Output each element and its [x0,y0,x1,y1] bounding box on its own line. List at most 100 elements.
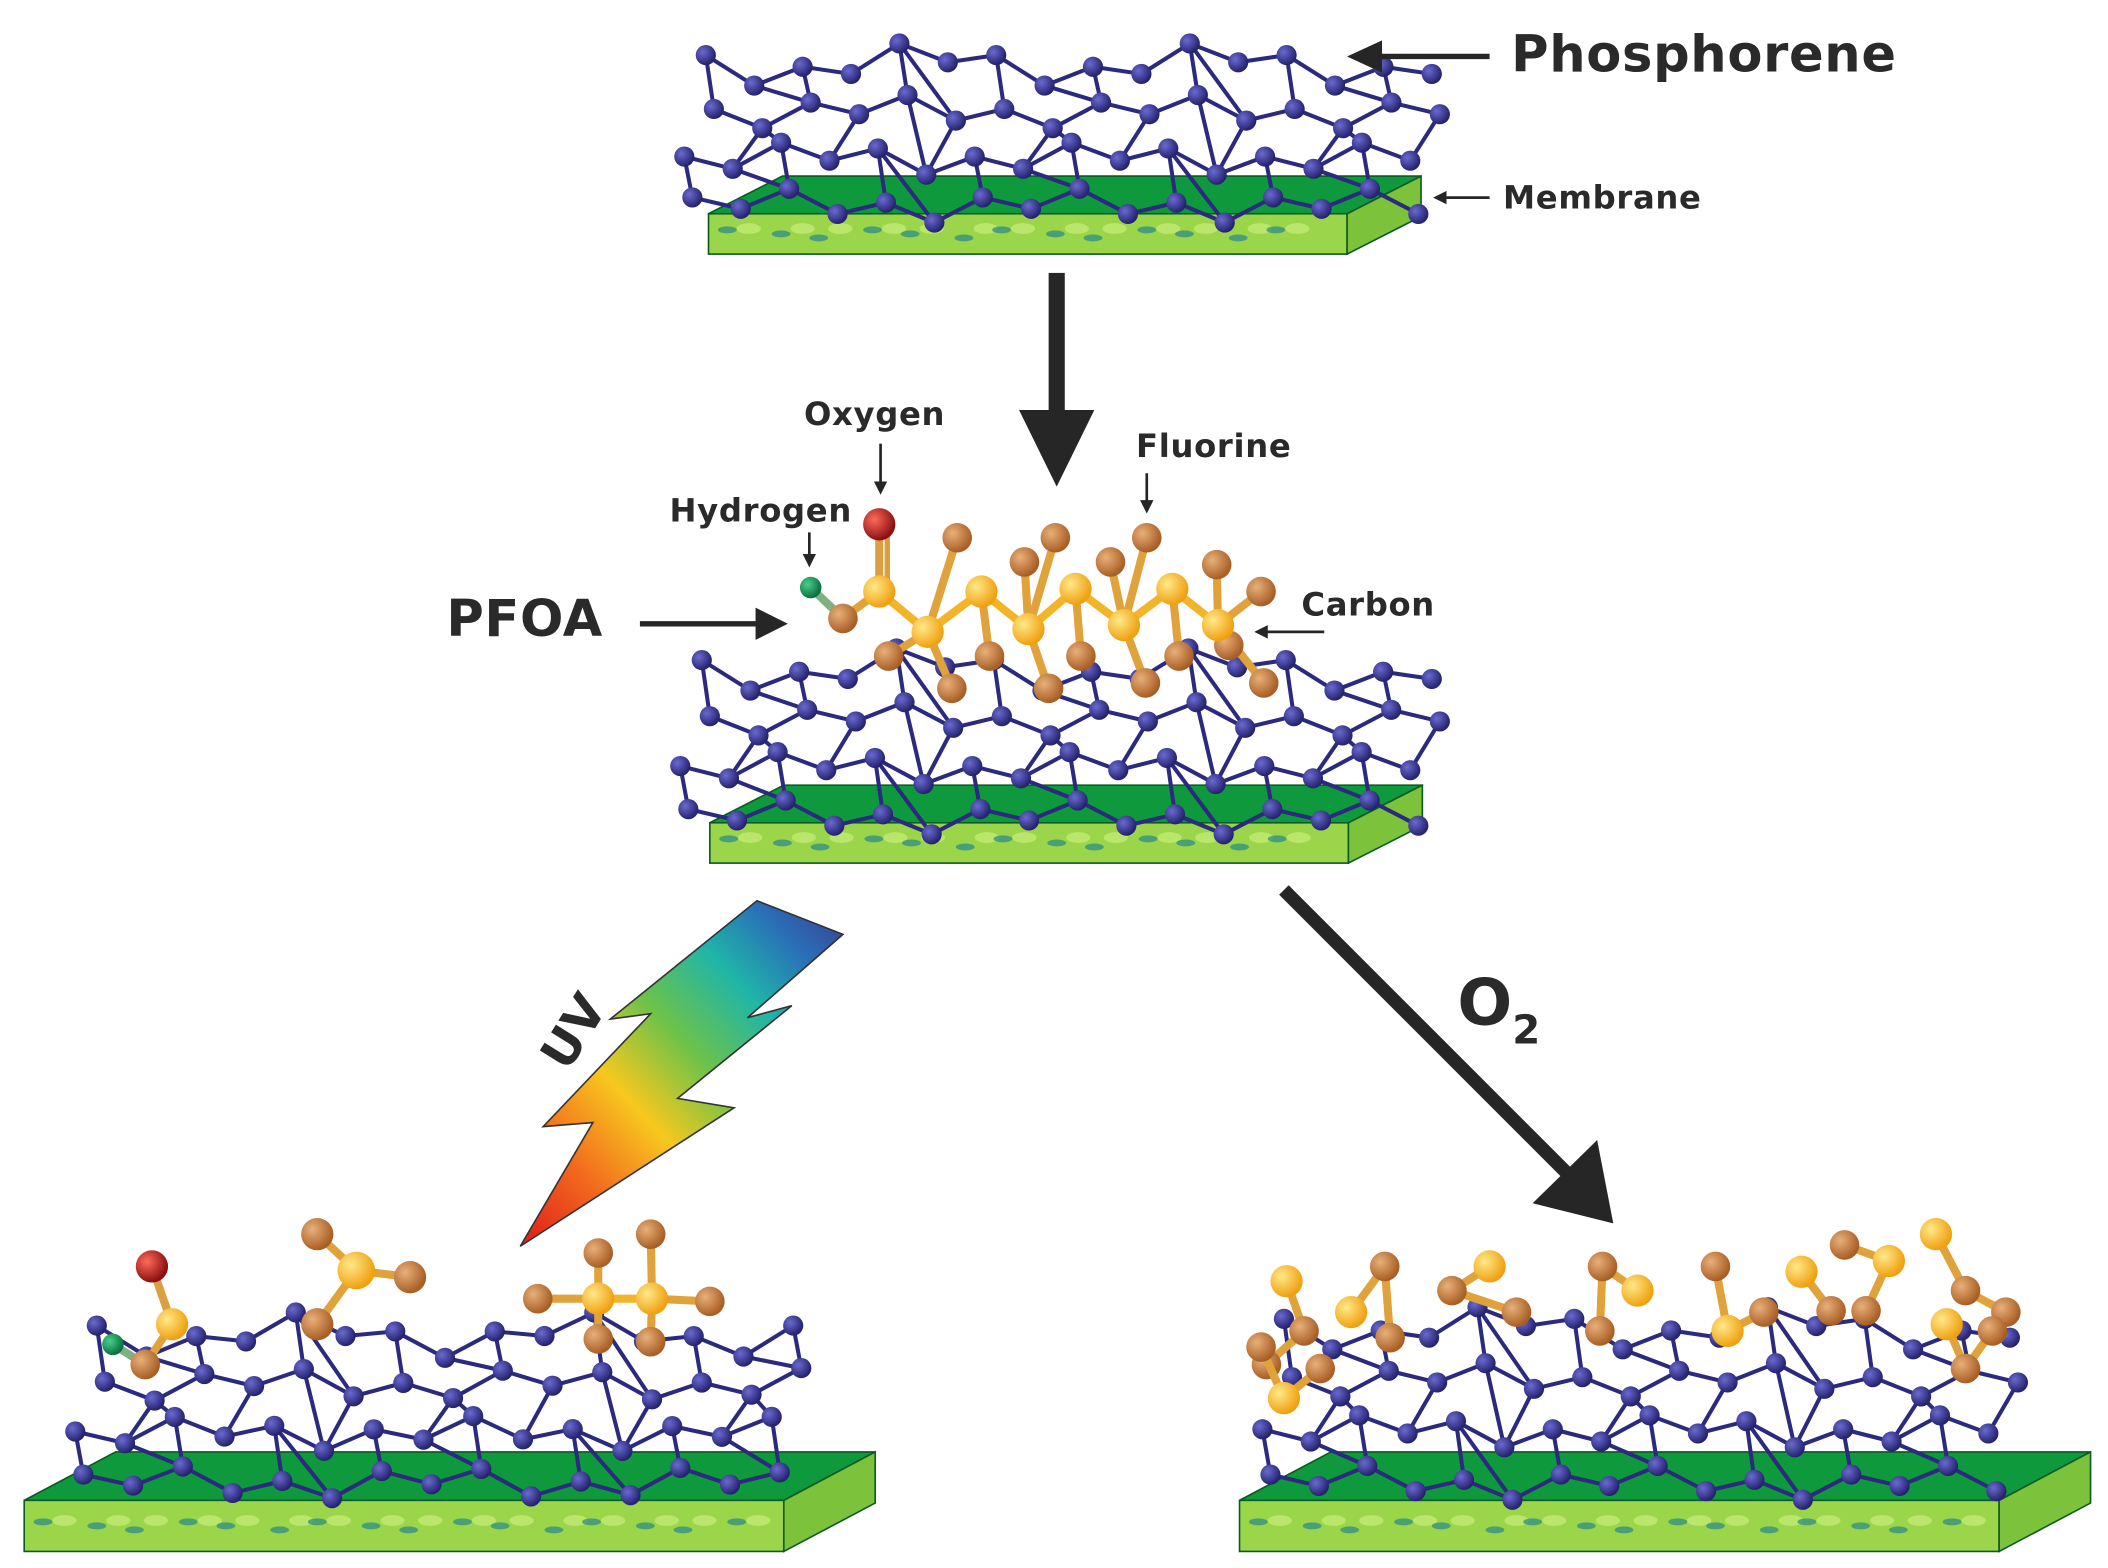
phosphorus-atom [86,1315,107,1336]
phosphorus-atom [670,755,691,777]
membrane-front-face [23,1499,785,1553]
phosphorus-atom [1814,1378,1835,1399]
phosphorus-atom [186,1326,207,1347]
membrane-front-face [1238,1499,2000,1553]
carbon-atom [1267,1382,1301,1415]
phosphorus-atom [1661,1320,1682,1341]
phosphorus-atom [741,1384,762,1405]
membrane-texture [1084,843,1104,851]
membrane-texture [1286,832,1311,843]
hydrogen-label: Hydrogen [670,492,852,530]
membrane-texture [902,839,921,847]
phosphorus-atom [1792,1489,1813,1510]
phosphorus-atom [797,699,818,720]
phosphorus-atom [1310,810,1332,831]
pfoa-label: PFOA [446,590,603,649]
membrane-texture [1724,1515,1750,1526]
phosphorus-atom [722,158,743,179]
phosphorus-atom [1911,1386,1932,1407]
phosphorus-atom [1332,725,1353,746]
membrane-texture [1267,1515,1292,1526]
membrane-texture [993,835,1013,843]
oxygen-atom [863,508,896,541]
membrane-texture [1302,1522,1322,1530]
phosphorus-atom [1034,75,1055,96]
membrane-texture [1285,223,1310,234]
phosphorus-atom [1564,1308,1585,1329]
membrane-texture [1193,223,1219,234]
carbon-atom [1334,1296,1368,1329]
membrane-texture [1064,223,1089,234]
hydrogen-atom [799,576,822,599]
phosphorus-atom [1206,164,1227,185]
phosphorus-atom [733,1346,754,1367]
membrane-texture [1175,230,1194,238]
membrane-texture [1045,230,1065,238]
fluorine-atom [1501,1297,1532,1327]
phosphorus-atom [1572,1367,1593,1388]
phosphorus-atom [913,774,934,795]
phosphorus-atom [484,1321,505,1342]
phosphorus-atom [1263,187,1284,208]
carbon-atom [155,1308,189,1341]
fluorine-atom [1369,1251,1400,1282]
membrane-texture [1340,1526,1360,1534]
phosphorus-atom [779,178,800,199]
membrane-texture [418,1515,443,1526]
phosphorus-atom [343,1386,364,1407]
phosphorus-atom [442,1387,464,1409]
membrane-texture [1066,832,1091,843]
phosphorus-atom [1213,824,1234,845]
phosphorus-atom [1187,84,1208,106]
membrane-texture [1870,1515,1895,1526]
phosphorus-atom [986,45,1007,66]
phosphorus-atom [962,755,983,777]
phosphorus-atom [214,1426,235,1447]
phosphorus-atom [264,1415,285,1436]
phosphorus-atom [1018,810,1040,831]
carbon-atom [1919,1218,1953,1251]
fluorine-atom [1095,547,1126,577]
membrane-texture [1412,1515,1438,1526]
phosphorus-atom [864,747,886,769]
fluorine-atom [1950,1275,1981,1306]
phosphorus-atom [771,132,792,153]
membrane-texture [1267,835,1287,843]
phosphorus-atom [1862,1367,1883,1388]
membrane-texture [1759,1526,1779,1534]
fluorine-atom [301,1308,334,1341]
membrane-texture [1797,1518,1817,1526]
membrane-texture [1103,832,1128,843]
membrane-texture [1047,839,1067,847]
phosphorus-atom [123,1475,144,1496]
fluorine-atom [1246,576,1276,607]
phosphorus-atom [172,1456,193,1477]
phosphorus-atom [65,1421,86,1442]
carbon-atom [1785,1255,1818,1288]
membrane-texture [544,1526,564,1534]
membrane-texture [719,835,739,843]
phosphorus-atom [792,56,813,77]
phosphorus-atom [321,1488,343,1509]
membrane-texture [1394,1518,1413,1526]
membrane-texture [490,1522,510,1530]
phosphorus-atom [385,1321,406,1342]
phosphorus-atom [1108,760,1129,781]
arrow-down [1019,272,1095,487]
phosphorus-atom [1421,63,1442,85]
membrane-texture [1083,234,1103,242]
phosphorus-atom [1214,212,1235,233]
phosphorus-atom [1475,1353,1496,1374]
membrane-texture [1942,1518,1962,1526]
membrane-texture [1907,1515,1932,1526]
phosphorus-atom [1013,158,1034,179]
phosphorus-atom [1378,1360,1399,1381]
phosphorus-atom [434,1347,456,1368]
membrane-texture [52,1515,77,1526]
phosphorus-atom [94,1371,115,1392]
membrane-texture [736,223,761,234]
phosphorus-atom [1117,203,1139,225]
fluorine-atom [1289,1316,1319,1346]
phosphorus-atom [1069,178,1090,199]
membrane-texture [453,1518,472,1526]
